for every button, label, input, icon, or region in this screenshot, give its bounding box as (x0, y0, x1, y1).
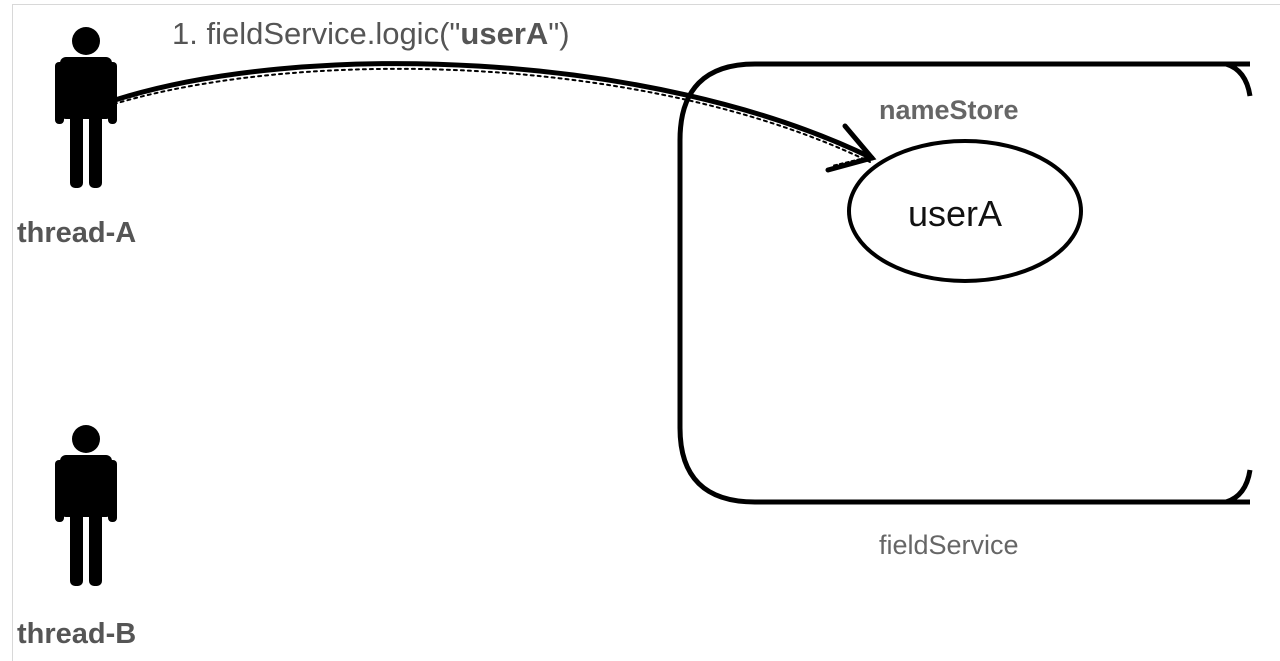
call-argument: userA (460, 16, 549, 51)
person-icon (55, 425, 117, 586)
thread-a-label: thread-A (17, 217, 137, 249)
hand-drawn-arrow (109, 61, 877, 173)
canvas-frame (12, 4, 1280, 661)
name-store-label: nameStore (879, 95, 1019, 125)
field-service-box (677, 61, 1250, 505)
name-store-ellipse (847, 139, 1083, 283)
name-store-value: userA (908, 193, 1003, 234)
call-suffix: ") (548, 16, 570, 51)
call-prefix: 1. fieldService.logic(" (172, 16, 461, 51)
field-service-box-right-edge (1225, 61, 1253, 505)
person-icon (55, 27, 117, 188)
field-service-label: fieldService (879, 530, 1019, 560)
call-label: 1. fieldService.logic("userA") (172, 16, 570, 52)
thread-b-label: thread-B (17, 618, 137, 650)
